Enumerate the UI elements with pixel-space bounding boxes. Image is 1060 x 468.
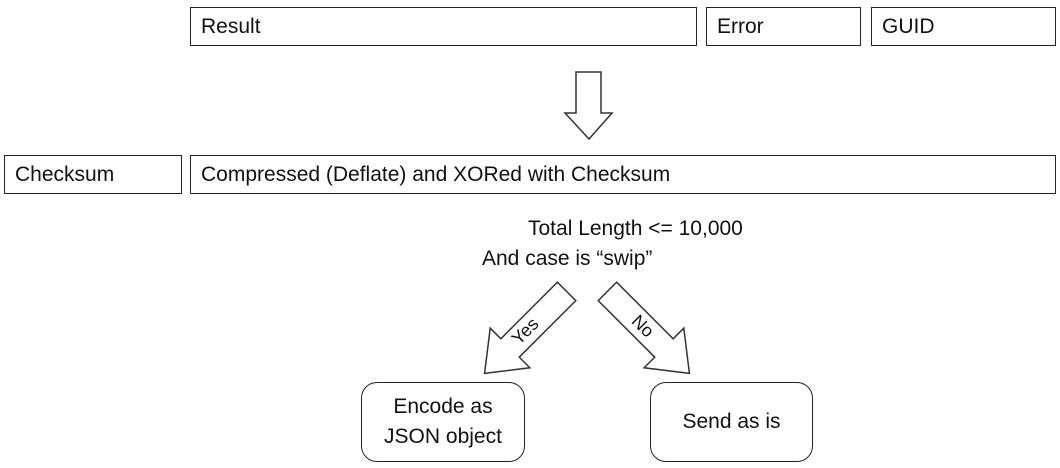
checksum-field-label: Checksum (15, 163, 115, 186)
encode-json-line-2: JSON object (384, 425, 502, 448)
yes-arrow-icon (483, 281, 577, 375)
error-field: Error (706, 7, 861, 46)
send-as-is-label: Send as is (682, 410, 781, 433)
guid-field-label: GUID (882, 15, 935, 38)
error-field-label: Error (717, 15, 764, 38)
send-as-is-box: Send as is (650, 382, 813, 462)
condition-line-2: And case is “swip” (482, 247, 653, 270)
condition-line-1: Total Length <= 10,000 (528, 217, 743, 240)
payload-field: Compressed (Deflate) and XORed with Chec… (190, 155, 1056, 194)
down-arrow-icon (563, 71, 614, 141)
encode-json-line-1: Encode as (393, 395, 493, 418)
result-field: Result (190, 7, 697, 46)
no-arrow-icon (597, 281, 691, 375)
checksum-field: Checksum (4, 155, 182, 194)
result-field-label: Result (201, 15, 261, 38)
guid-field: GUID (871, 7, 1056, 46)
encode-json-box: Encode as JSON object (361, 382, 525, 462)
payload-field-label: Compressed (Deflate) and XORed with Chec… (201, 163, 671, 186)
